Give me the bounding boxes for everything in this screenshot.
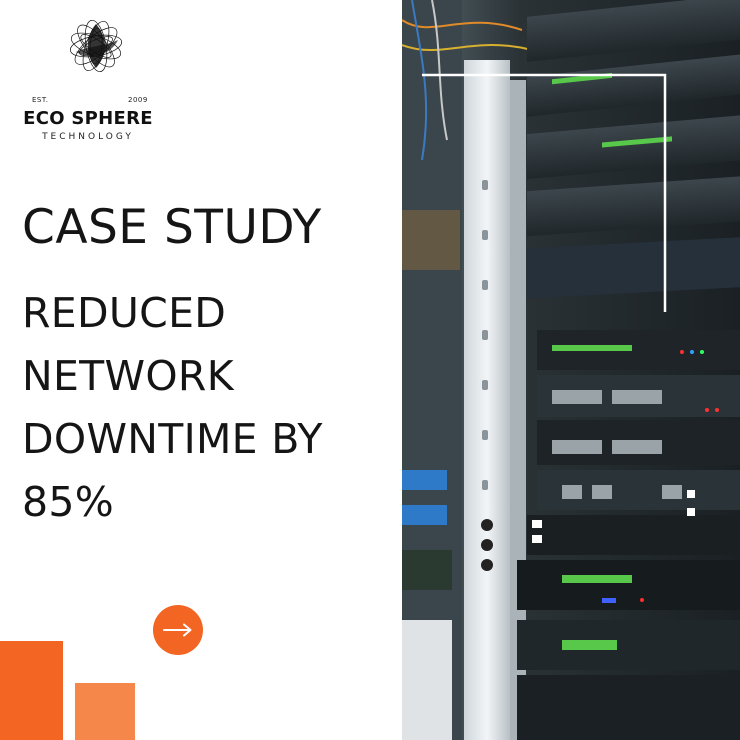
decor-square-large <box>0 641 63 740</box>
est-year: 2009 <box>128 96 148 104</box>
brand-name: ECO SPHERE <box>23 108 153 129</box>
headline-line: NETWORK <box>22 352 234 400</box>
server-rack-illustration <box>402 0 740 740</box>
company-logo: EST. 2009 ECO SPHERE TECHNOLOGY <box>18 14 158 142</box>
page-title: CASE STUDY <box>22 200 322 255</box>
next-arrow-button[interactable] <box>153 605 203 655</box>
headline-line: 85% <box>22 478 115 526</box>
headline-line: REDUCED <box>22 289 227 337</box>
decor-square-small <box>75 683 135 740</box>
server-rack-image <box>402 0 740 740</box>
headline-line: DOWNTIME BY <box>22 415 323 463</box>
brand-subtitle: TECHNOLOGY <box>42 132 134 142</box>
arrow-right-icon <box>163 623 192 637</box>
sphere-logo-icon <box>69 19 123 73</box>
headline: REDUCED NETWORK DOWNTIME BY 85% <box>22 282 392 534</box>
est-label: EST. <box>32 96 49 104</box>
